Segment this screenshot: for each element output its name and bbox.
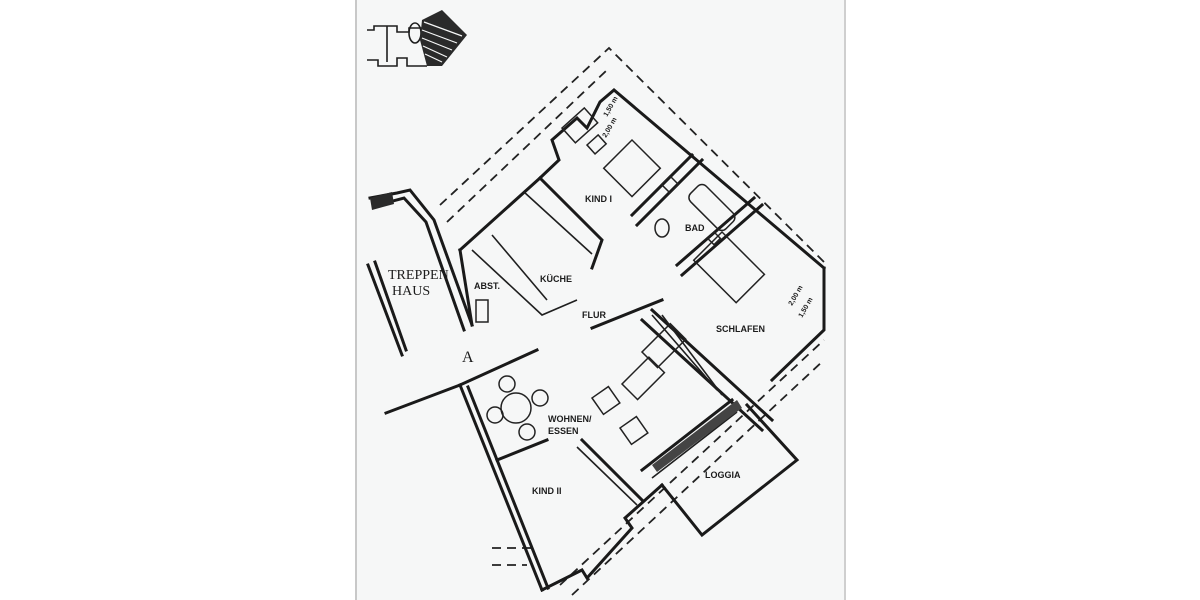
stair-symbol	[475, 299, 489, 323]
dimension-kind1-bottom: 2,00 m	[602, 117, 619, 139]
stairwell-walls	[366, 188, 474, 357]
room-label-treppenhaus-2: HAUS	[392, 284, 430, 299]
room-label-treppenhaus-1: TREPPEN	[388, 268, 449, 283]
toilet-icon	[654, 218, 670, 238]
balcony-outline-dashed	[439, 46, 825, 596]
room-label-kueche: KÜCHE	[540, 274, 572, 284]
room-label-bad: BAD	[685, 223, 705, 233]
room-label-essen: ESSEN	[548, 426, 579, 436]
room-label-kind2: KIND II	[532, 486, 562, 496]
site-location-thumbnail	[367, 10, 467, 67]
entrance-marker: A	[462, 349, 474, 366]
room-label-abstellraum: ABST.	[474, 281, 500, 291]
room-label-kind1: KIND I	[585, 194, 612, 204]
room-label-loggia: LOGGIA	[705, 470, 741, 480]
exterior-walls	[384, 88, 827, 593]
window-loggia-hatched	[652, 400, 742, 472]
sink-icon	[660, 174, 722, 246]
sofa-icon	[620, 322, 687, 401]
room-label-flur: FLUR	[582, 310, 606, 320]
bathtub-icon	[688, 183, 736, 232]
kitchen-counter	[560, 106, 608, 155]
dimension-schlafen-top: 2,00 m	[788, 285, 805, 307]
interior-walls	[471, 152, 775, 506]
room-label-wohnen: WOHNEN/	[548, 414, 592, 424]
room-label-schlafen: SCHLAFEN	[716, 324, 765, 334]
dining-table-icon	[486, 375, 549, 441]
dimension-schlafen-bottom: 1,50 m	[798, 297, 815, 319]
bed-schlafen	[602, 138, 766, 304]
floor-plan-drawing: TREPPEN HAUS ABST. KÜCHE KIND I BAD FLUR…	[366, 10, 827, 596]
armchair-icon	[590, 385, 649, 446]
floor-plan-page: TREPPEN HAUS ABST. KÜCHE KIND I BAD FLUR…	[355, 0, 846, 600]
